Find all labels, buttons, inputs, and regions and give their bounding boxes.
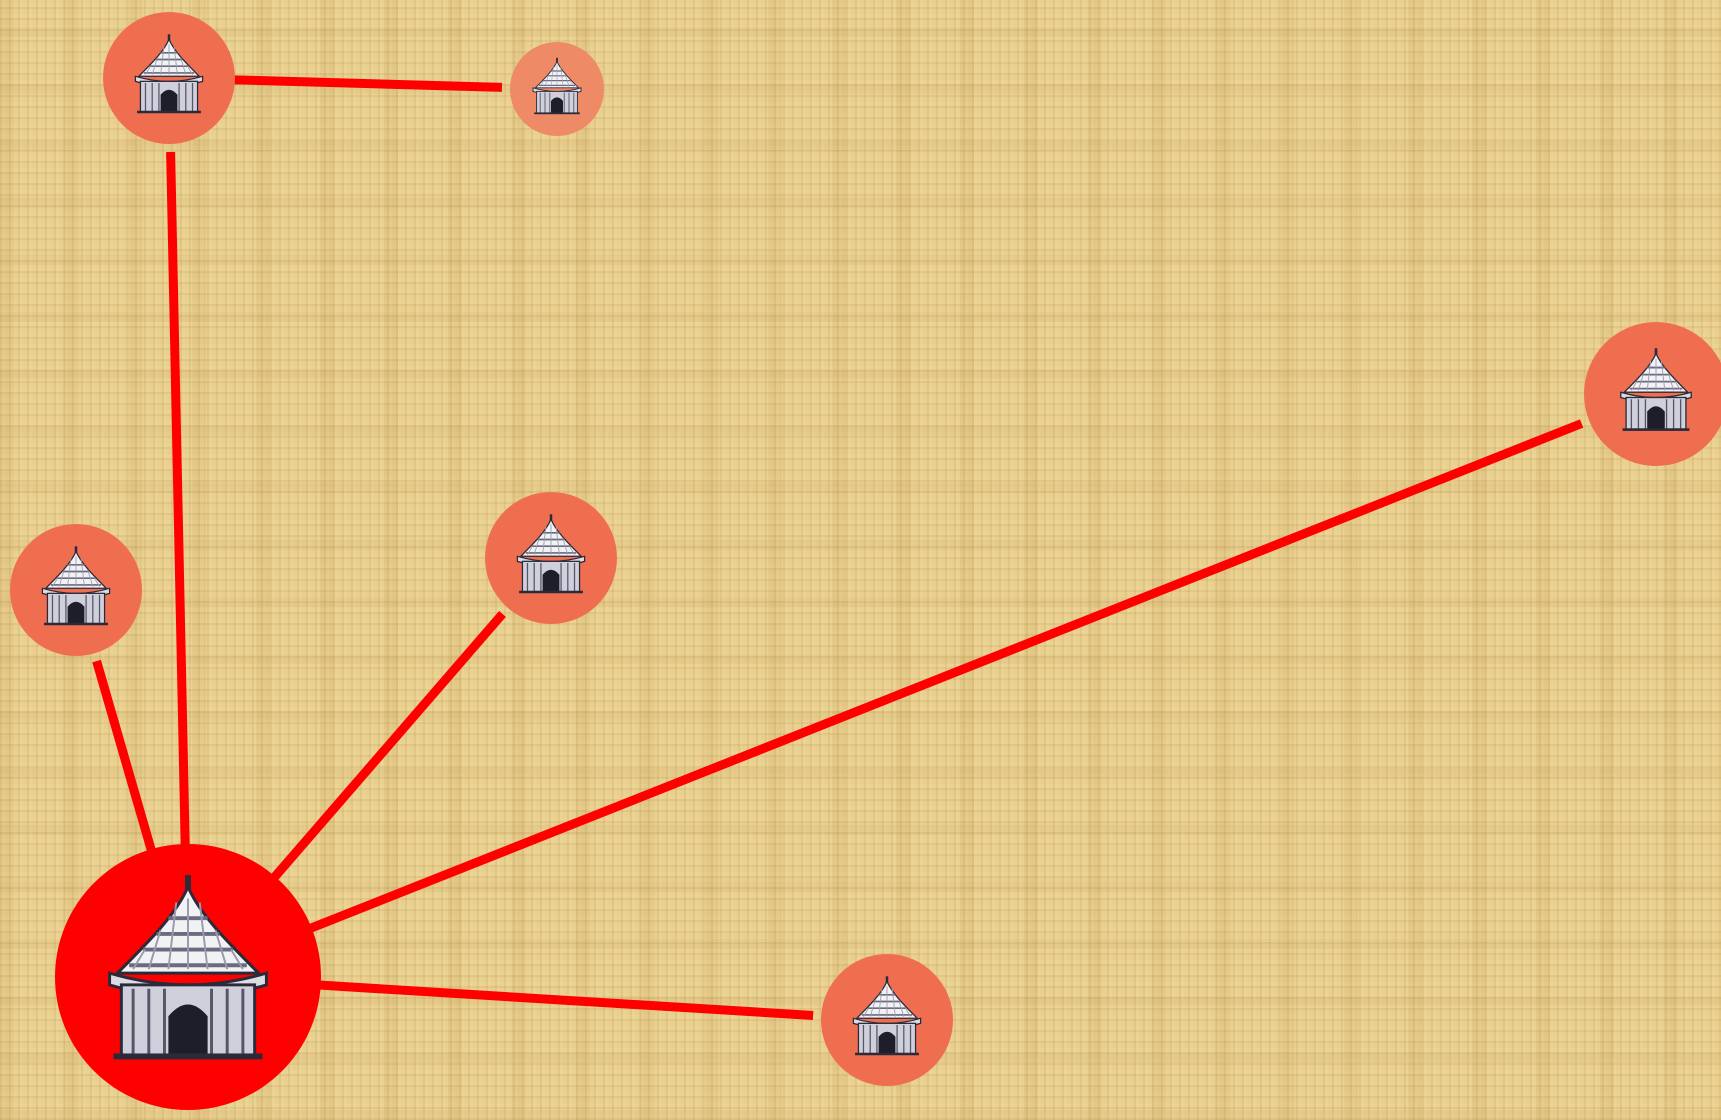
village-nodes: [10, 12, 1721, 1110]
village-circle[interactable]: [10, 524, 142, 656]
connection-line-home-to-v-top-left: [171, 152, 186, 850]
village-circle[interactable]: [103, 12, 235, 144]
village-circle[interactable]: [1584, 322, 1721, 466]
home-village-node[interactable]: [55, 844, 321, 1110]
village-circle[interactable]: [821, 954, 953, 1086]
connection-line-home-to-v-left: [97, 661, 153, 855]
village-node-v-top-small[interactable]: [510, 42, 604, 136]
village-node-v-center[interactable]: [485, 492, 617, 624]
village-node-v-left[interactable]: [10, 524, 142, 656]
connection-line-home-to-v-center: [271, 614, 502, 881]
connection-line-v-top-left-to-v-top-small: [229, 80, 502, 88]
connection-lines: [97, 80, 1582, 1016]
village-node-v-top-left[interactable]: [103, 12, 235, 144]
village-node-v-right[interactable]: [1584, 322, 1721, 466]
village-node-v-bottom[interactable]: [821, 954, 953, 1086]
connection-line-home-to-v-bottom: [315, 985, 813, 1016]
connection-line-home-to-v-right: [306, 424, 1582, 931]
village-circle[interactable]: [510, 42, 604, 136]
village-circle[interactable]: [485, 492, 617, 624]
